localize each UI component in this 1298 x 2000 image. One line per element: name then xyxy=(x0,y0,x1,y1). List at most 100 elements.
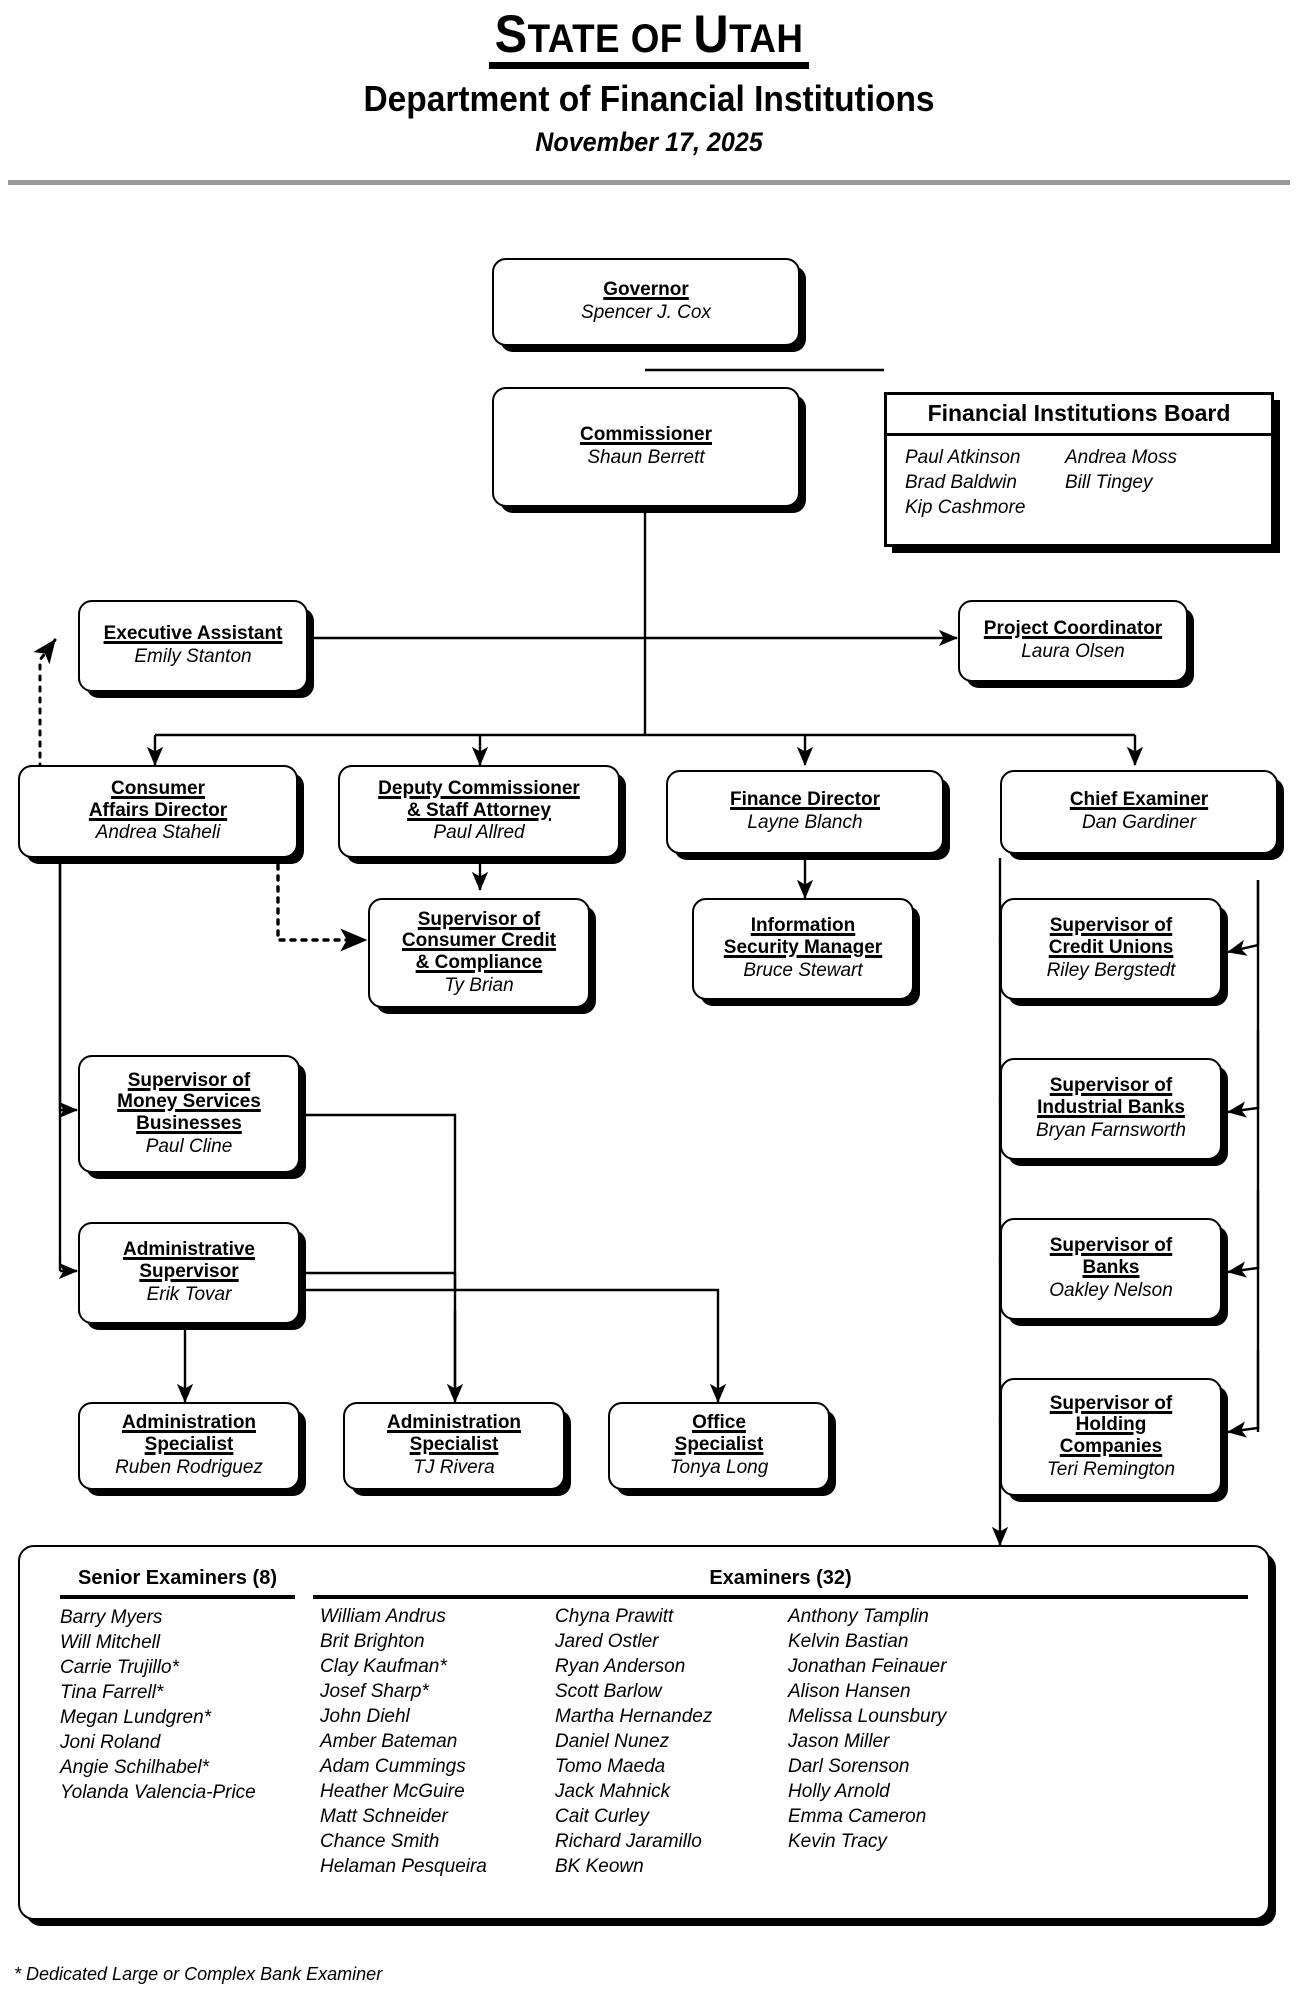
examiner-name: Adam Cummings xyxy=(320,1755,466,1777)
node-supervisor-industrial-banks-person: Bryan Farnsworth xyxy=(1036,1119,1186,1141)
examiner-name: Josef Sharp* xyxy=(320,1680,429,1702)
title-text-tah: TAH xyxy=(729,17,804,61)
board-member-name: Andrea Moss xyxy=(1065,447,1177,468)
title-text-tate-of: TATE OF xyxy=(527,17,694,61)
node-supervisor-consumer-credit-role: Supervisor of Consumer Credit & Complian… xyxy=(401,908,557,973)
node-information-security-manager[interactable]: Information Security Manager Bruce Stewa… xyxy=(692,898,914,1000)
wire-dotted-to-exec-assistant xyxy=(33,638,57,792)
node-supervisor-holding-companies[interactable]: Supervisor of Holding Companies Teri Rem… xyxy=(1000,1378,1222,1496)
senior-examiner-name: Carrie Trujillo* xyxy=(60,1656,179,1678)
node-governor[interactable]: Governor Spencer J. Cox xyxy=(492,258,800,346)
examiner-name: Richard Jaramillo xyxy=(555,1830,702,1852)
node-administration-specialist-1-person: Ruben Rodriguez xyxy=(115,1456,263,1478)
node-administration-specialist-1-role: Administration Specialist xyxy=(121,1412,257,1456)
examiner-name: William Andrus xyxy=(320,1606,446,1627)
examiner-name: Chance Smith xyxy=(320,1830,440,1852)
examiners-heading: Examiners (32) xyxy=(709,1567,852,1589)
node-supervisor-banks-role: Supervisor of Banks xyxy=(1049,1235,1173,1279)
node-executive-assistant-role: Executive Assistant xyxy=(103,623,283,645)
node-supervisor-banks[interactable]: Supervisor of Banks Oakley Nelson xyxy=(1000,1218,1222,1320)
examiner-name: Chyna Prawitt xyxy=(555,1606,674,1627)
node-administration-specialist-1[interactable]: Administration Specialist Ruben Rodrigue… xyxy=(78,1402,300,1490)
title-letter-u: U xyxy=(693,5,730,64)
senior-examiner-name: Megan Lundgren* xyxy=(60,1706,212,1728)
examiner-name: Emma Cameron xyxy=(788,1805,927,1827)
title-letter-s: S xyxy=(494,5,528,64)
node-chief-examiner-role: Chief Examiner xyxy=(1069,789,1209,811)
node-finance-director[interactable]: Finance Director Layne Blanch xyxy=(666,770,944,854)
wire-msb-to-admin-row xyxy=(303,1113,457,1400)
footnote-dedicated-examiner: * Dedicated Large or Complex Bank Examin… xyxy=(14,1964,383,1984)
examiner-name: Cait Curley xyxy=(555,1805,649,1827)
node-supervisor-credit-unions-role: Supervisor of Credit Unions xyxy=(1048,915,1174,959)
node-supervisor-industrial-banks[interactable]: Supervisor of Industrial Banks Bryan Far… xyxy=(1000,1058,1222,1160)
node-office-specialist-role: Office Specialist xyxy=(674,1412,764,1456)
node-supervisor-msb-person: Paul Cline xyxy=(145,1135,233,1157)
examiner-name: Holly Arnold xyxy=(788,1780,890,1802)
node-deputy-commissioner[interactable]: Deputy Commissioner & Staff Attorney Pau… xyxy=(338,765,620,858)
node-administration-specialist-2[interactable]: Administration Specialist TJ Rivera xyxy=(343,1402,565,1490)
node-financial-institutions-board[interactable]: Financial Institutions Board Paul Atkins… xyxy=(884,392,1274,547)
senior-examiner-name: Will Mitchell xyxy=(60,1631,161,1653)
node-supervisor-consumer-credit-person: Ty Brian xyxy=(444,974,514,996)
board-member-name: Bill Tingey xyxy=(1065,472,1153,494)
senior-examiners-heading: Senior Examiners (8) xyxy=(60,1567,295,1599)
node-governor-role: Governor xyxy=(603,279,689,301)
node-administrative-supervisor-person: Erik Tovar xyxy=(146,1283,232,1305)
examiner-name: John Diehl xyxy=(320,1705,410,1727)
senior-examiner-name: Joni Roland xyxy=(60,1731,161,1753)
examiner-name: Amber Bateman xyxy=(320,1730,458,1752)
page-title-state-underlined: STATE OF UTAH xyxy=(489,8,809,69)
node-chief-examiner[interactable]: Chief Examiner Dan Gardiner xyxy=(1000,770,1278,854)
examiner-name: Helaman Pesqueira xyxy=(320,1855,487,1877)
node-executive-assistant[interactable]: Executive Assistant Emily Stanton xyxy=(78,600,308,692)
examiner-name: Heather McGuire xyxy=(320,1780,465,1802)
node-project-coordinator[interactable]: Project Coordinator Laura Olsen xyxy=(958,600,1188,682)
examiner-name: Clay Kaufman* xyxy=(320,1655,447,1677)
examiner-name: Darl Sorenson xyxy=(788,1755,910,1777)
node-information-security-manager-role: Information Security Manager xyxy=(723,915,883,959)
node-supervisor-consumer-credit-compliance[interactable]: Supervisor of Consumer Credit & Complian… xyxy=(368,898,590,1008)
wire-dotted-consumer-to-consumer-credit xyxy=(276,863,368,952)
board-member-name: Brad Baldwin xyxy=(905,472,1017,494)
node-administrative-supervisor[interactable]: Administrative Supervisor Erik Tovar xyxy=(78,1222,300,1324)
examiner-name: Kelvin Bastian xyxy=(788,1630,909,1652)
examiner-name: Daniel Nunez xyxy=(555,1730,670,1752)
node-supervisor-credit-unions[interactable]: Supervisor of Credit Unions Riley Bergst… xyxy=(1000,898,1222,1000)
page-title-state: STATE OF UTAH xyxy=(52,0,1246,69)
wire-into-supervisor-banks xyxy=(1227,1190,1260,1278)
senior-examiner-name: Angie Schilhabel* xyxy=(60,1756,209,1778)
node-commissioner-person: Shaun Berrett xyxy=(587,446,705,468)
examiner-name: Matt Schneider xyxy=(320,1805,448,1827)
examiners-heading-rule xyxy=(313,1595,1248,1599)
node-commissioner[interactable]: Commissioner Shaun Berrett xyxy=(492,387,800,507)
node-executive-assistant-person: Emily Stanton xyxy=(134,645,252,667)
node-office-specialist[interactable]: Office Specialist Tonya Long xyxy=(608,1402,830,1490)
board-title: Financial Institutions Board xyxy=(887,395,1271,436)
node-supervisor-money-services-businesses[interactable]: Supervisor of Money Services Businesses … xyxy=(78,1055,300,1173)
page-header: STATE OF UTAH Department of Financial In… xyxy=(0,0,1298,158)
examiner-name: Jack Mahnick xyxy=(555,1780,671,1802)
examiner-name: Tomo Maeda xyxy=(555,1755,666,1777)
header-divider-rule xyxy=(8,180,1290,185)
wire-into-supervisor-credit-unions xyxy=(1227,880,1260,956)
senior-examiner-name: Barry Myers xyxy=(60,1607,163,1628)
node-consumer-affairs-director[interactable]: Consumer Affairs Director Andrea Staheli xyxy=(18,765,298,858)
wire-to-admin-spec-1 xyxy=(176,1273,457,1403)
senior-examiner-name: Yolanda Valencia-Price xyxy=(60,1781,256,1803)
board-member-name: Paul Atkinson xyxy=(905,447,1021,468)
node-administrative-supervisor-role: Administrative Supervisor xyxy=(123,1239,255,1283)
node-project-coordinator-person: Laura Olsen xyxy=(1021,640,1125,662)
node-supervisor-msb-role: Supervisor of Money Services Businesses xyxy=(117,1069,261,1134)
examiner-name: BK Keown xyxy=(555,1855,644,1877)
node-consumer-affairs-director-person: Andrea Staheli xyxy=(95,822,221,844)
node-information-security-manager-person: Bruce Stewart xyxy=(743,959,863,981)
examiner-name: Jared Ostler xyxy=(555,1630,659,1652)
examiner-name: Brit Brighton xyxy=(320,1630,425,1652)
